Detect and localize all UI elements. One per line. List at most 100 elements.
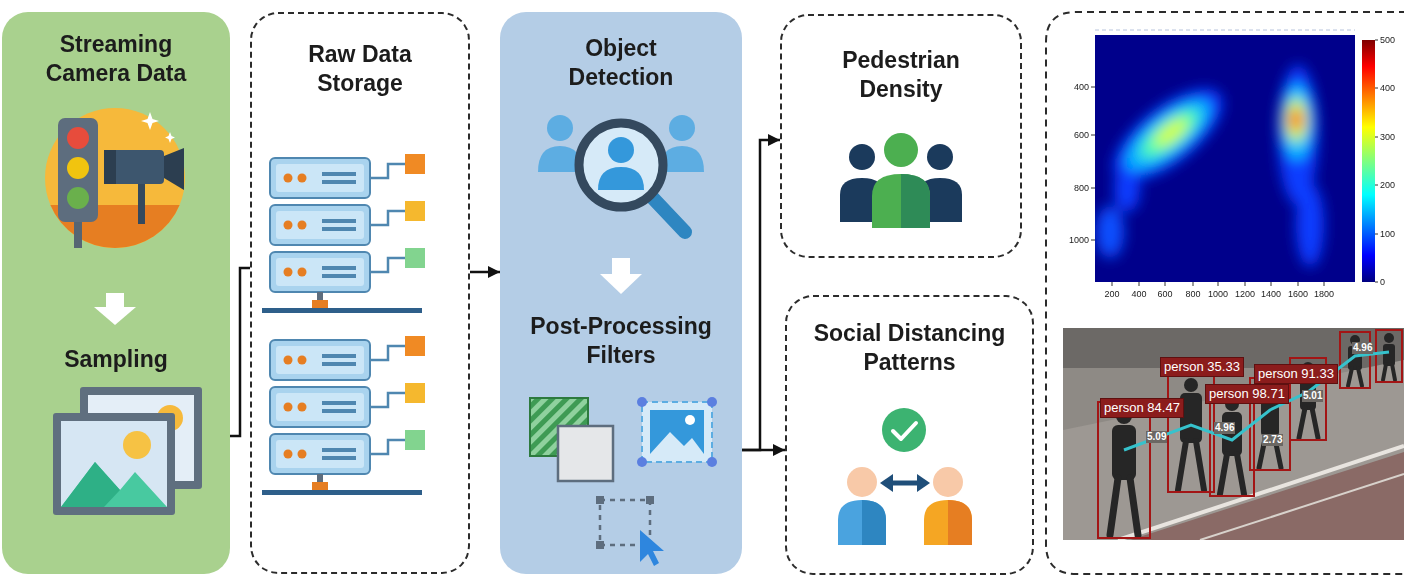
density-heatmap	[1096, 65, 1324, 267]
distancing-icon	[882, 408, 926, 452]
panel-fill	[2, 12, 230, 574]
stage-panel: Streaming Camera DataSampling	[2, 12, 230, 574]
crowd-icon	[901, 174, 930, 228]
street-photo	[1200, 474, 1404, 540]
street-photo	[1184, 378, 1198, 392]
density-heatmap	[1099, 72, 1237, 197]
text-slot: Pedestrian Density	[782, 46, 1020, 104]
detection-icon	[579, 123, 663, 207]
street-photo	[1063, 328, 1404, 540]
results-panel	[1046, 12, 1404, 574]
distance-value: 5.09	[1146, 431, 1167, 443]
distancing-icon	[847, 467, 877, 497]
filter-icons	[596, 496, 604, 504]
axis-tick-label: 300	[1380, 132, 1395, 143]
street-photo	[1210, 392, 1254, 496]
density-heatmap	[1133, 101, 1206, 166]
down-arrow	[600, 274, 642, 294]
panel-fill	[500, 12, 742, 574]
label-slot: 300	[1380, 132, 1395, 143]
street-photo	[1130, 452, 1404, 540]
axis-tick-label: 600	[1074, 130, 1089, 141]
crowd-icon	[840, 133, 962, 228]
label-slot: 600	[1157, 289, 1172, 300]
flow-connector	[742, 449, 785, 452]
axis-tick-label: 400	[1131, 289, 1146, 300]
density-heatmap	[1375, 40, 1378, 282]
axis-tick-label: 500	[1380, 35, 1395, 46]
street-photo	[1063, 328, 1404, 540]
label-slot: 5.01	[1302, 390, 1323, 402]
density-heatmap	[1096, 206, 1124, 258]
down-arrow	[106, 293, 124, 307]
traffic-camera-icon	[164, 148, 184, 190]
filter-icons	[596, 541, 604, 549]
density-heatmap	[1150, 114, 1191, 151]
filter-icons	[558, 426, 613, 481]
traffic-camera-icon	[67, 187, 89, 209]
flow-connector	[470, 271, 500, 274]
filter-icons	[642, 402, 712, 462]
image-frames-icon	[61, 462, 167, 507]
label-slot: 1000	[1208, 289, 1228, 300]
text-slot: Social Distancing Patterns	[787, 319, 1032, 377]
label-slot: 100	[1380, 229, 1395, 240]
street-photo	[1110, 478, 1138, 535]
axis-tick-label: 1800	[1314, 289, 1334, 300]
density-heatmap	[1362, 40, 1375, 282]
filter-icons	[637, 397, 647, 407]
density-heatmap	[1099, 72, 1237, 197]
traffic-camera-icon	[165, 132, 175, 143]
label-slot: 200	[1104, 289, 1119, 300]
distancing-icon	[838, 500, 886, 545]
distancing-icon	[924, 500, 972, 545]
distancing-icon	[838, 408, 972, 545]
image-frames-icon	[53, 387, 202, 515]
label-slot: 1800	[1314, 289, 1334, 300]
axis-tick-label: 400	[1380, 83, 1395, 94]
step-title: Sampling	[64, 345, 168, 374]
density-heatmap	[1278, 65, 1318, 205]
distance-value: 4.96	[1352, 342, 1373, 354]
density-heatmap	[1115, 87, 1222, 183]
detection-icon	[608, 137, 634, 163]
distancing-icon	[917, 474, 930, 492]
detection-icon	[650, 195, 685, 232]
label-slot: 1600	[1288, 289, 1308, 300]
label-slot: person 35.33	[1160, 357, 1244, 377]
label-slot: 400	[1380, 83, 1395, 94]
filter-icons	[646, 496, 654, 504]
distance-value: 4.96	[1214, 422, 1235, 434]
label-slot: 1200	[1235, 289, 1255, 300]
density-heatmap	[1284, 98, 1308, 142]
distance-value: 2.73	[1262, 434, 1283, 446]
traffic-camera-icon	[138, 184, 145, 224]
density-heatmap	[1281, 84, 1313, 160]
distancing-icon	[862, 500, 886, 545]
label-slot: 400	[1131, 289, 1146, 300]
stage-title: Social Distancing Patterns	[797, 319, 1022, 377]
filter-icons	[640, 530, 664, 566]
traffic-camera-icon	[104, 150, 116, 184]
axis-tick-label: 600	[1157, 289, 1172, 300]
server-stack-icon	[262, 154, 425, 313]
density-heatmap	[1091, 30, 1378, 286]
crowd-icon	[849, 144, 875, 170]
street-photo	[1178, 441, 1204, 490]
flow-connector	[230, 268, 250, 436]
label-slot: 5.09	[1146, 431, 1167, 443]
filter-icons	[685, 415, 695, 425]
label-slot: 200	[1380, 180, 1395, 191]
label-slot: 1000	[1069, 235, 1089, 246]
axis-tick-label: 200	[1104, 289, 1119, 300]
text-slot: Sampling	[2, 345, 230, 374]
flow-connector	[742, 140, 780, 450]
text-slot: Object Detection	[500, 34, 742, 92]
axis-tick-label: 0	[1380, 277, 1385, 288]
label-slot: 4.96	[1214, 422, 1235, 434]
down-arrow	[600, 258, 642, 294]
traffic-camera-icon	[58, 118, 98, 222]
traffic-camera-icon	[67, 157, 89, 179]
